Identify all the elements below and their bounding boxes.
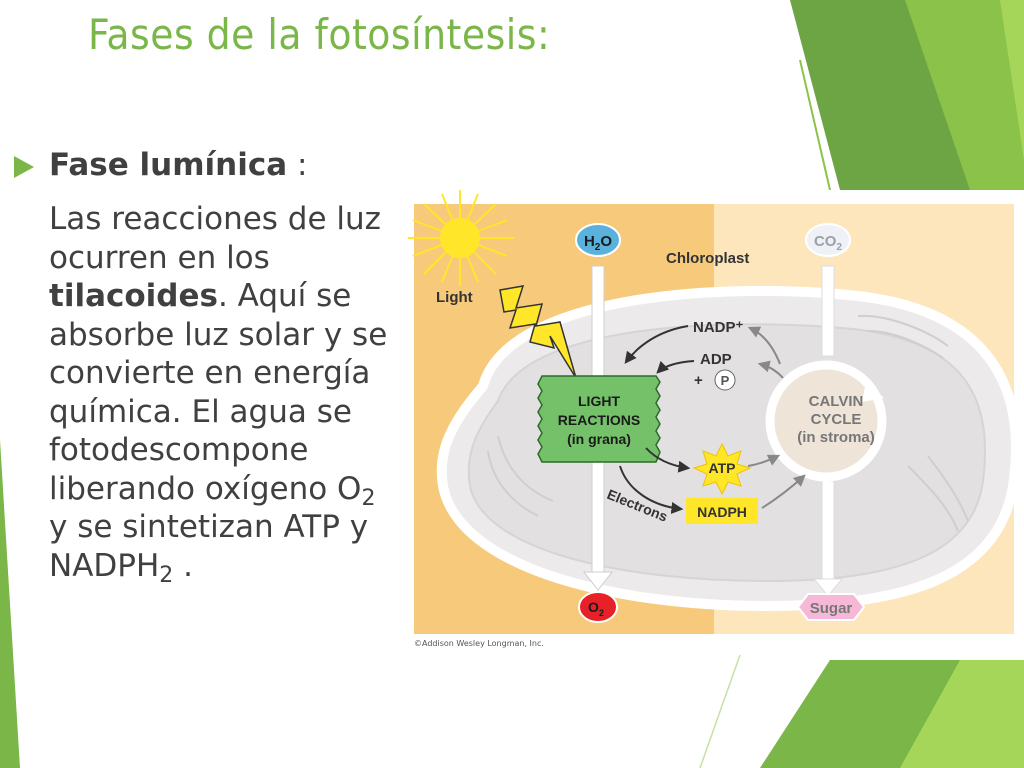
deco-stripe-left (0, 440, 20, 768)
light-reactions-box (537, 375, 661, 463)
nadph-production-arrow (619, 465, 684, 514)
body-paragraph: Las reacciones de luz ocurren en los til… (49, 200, 399, 588)
atp-label: ATP (709, 460, 736, 476)
subscript: 2 (361, 485, 376, 511)
phosphate-label: P (721, 373, 730, 388)
sun-icon (408, 190, 514, 286)
co2-badge (805, 223, 851, 257)
sugar-badge (796, 593, 866, 621)
calvin-cycle-circle (765, 360, 887, 482)
photosynthesis-diagram: Light H2O CO2 Chloroplast NADP⁺ ADP + P … (408, 190, 1021, 648)
lightning-bolt-icon (499, 285, 577, 379)
deco-thin-line (799, 59, 831, 191)
slide-title: Fases de la fotosíntesis: (88, 10, 551, 59)
sugar-flow-arrowhead (812, 578, 844, 597)
copyright-note: ©Addison Wesley Longman, Inc. (414, 639, 544, 648)
calvin-cycle-arrowhead (862, 382, 884, 402)
o2-label: O2 (588, 599, 604, 618)
light-reactions-line1: LIGHT (578, 393, 620, 409)
deco-stripe-right-accent (1000, 0, 1024, 160)
light-reactions-line3: (in grana) (567, 431, 631, 447)
nadp-label: NADP⁺ (693, 319, 744, 336)
nadp-return-arrow (624, 325, 689, 364)
thylakoid-outlines (487, 314, 969, 532)
heading-rest: : (287, 147, 308, 183)
deco-thin-line-bottom (699, 654, 741, 768)
paragraph-part: y se sintetizan ATP y NADPH (49, 509, 369, 584)
section-heading: Fase lumínica : (49, 147, 307, 183)
water-flow-arrowhead (582, 571, 614, 591)
adp-from-cycle-arrow (757, 360, 784, 379)
light-reactions-line2: REACTIONS (558, 412, 640, 428)
calvin-line2: CYCLE (811, 411, 862, 428)
paragraph-part: . Aquí se absorbe luz solar y se convier… (49, 278, 388, 507)
atp-burst (692, 442, 752, 496)
heading-bold: Fase lumínica (49, 147, 288, 183)
deco-stripe-right-light (905, 0, 1024, 190)
deco-stripe-bottom-right-light (900, 660, 1024, 768)
bullet-arrow-icon (14, 156, 34, 178)
nadph-to-cycle-arrow (761, 474, 806, 509)
nadp-from-cycle-arrow (747, 326, 781, 365)
co2-label: CO2 (814, 233, 843, 253)
adp-return-arrow (656, 360, 695, 374)
atp-production-arrow (645, 447, 691, 473)
adp-label: ADP (700, 351, 732, 368)
paragraph-part: . (173, 547, 193, 584)
sugar-label: Sugar (810, 600, 853, 617)
h2o-label: H2O (584, 233, 612, 253)
nadph-box (686, 498, 758, 524)
plus-label: + (694, 372, 703, 389)
phosphate-badge (714, 369, 736, 391)
calvin-line1: CALVIN (809, 393, 864, 410)
atp-to-cycle-arrow (747, 454, 781, 467)
co2-flow-arrow (821, 265, 835, 357)
paragraph-part: Las reacciones de luz ocurren en los (49, 201, 381, 276)
nadph-label: NADPH (697, 504, 747, 520)
calvin-line3: (in stroma) (797, 429, 875, 446)
paragraph-bold-term: tilacoides (49, 278, 218, 314)
chloroplast-label: Chloroplast (666, 250, 749, 267)
light-label: Light (436, 289, 473, 306)
o2-badge (578, 591, 618, 623)
sugar-flow-arrow (821, 480, 835, 582)
h2o-badge (575, 223, 621, 257)
subscript: 2 (159, 562, 174, 588)
